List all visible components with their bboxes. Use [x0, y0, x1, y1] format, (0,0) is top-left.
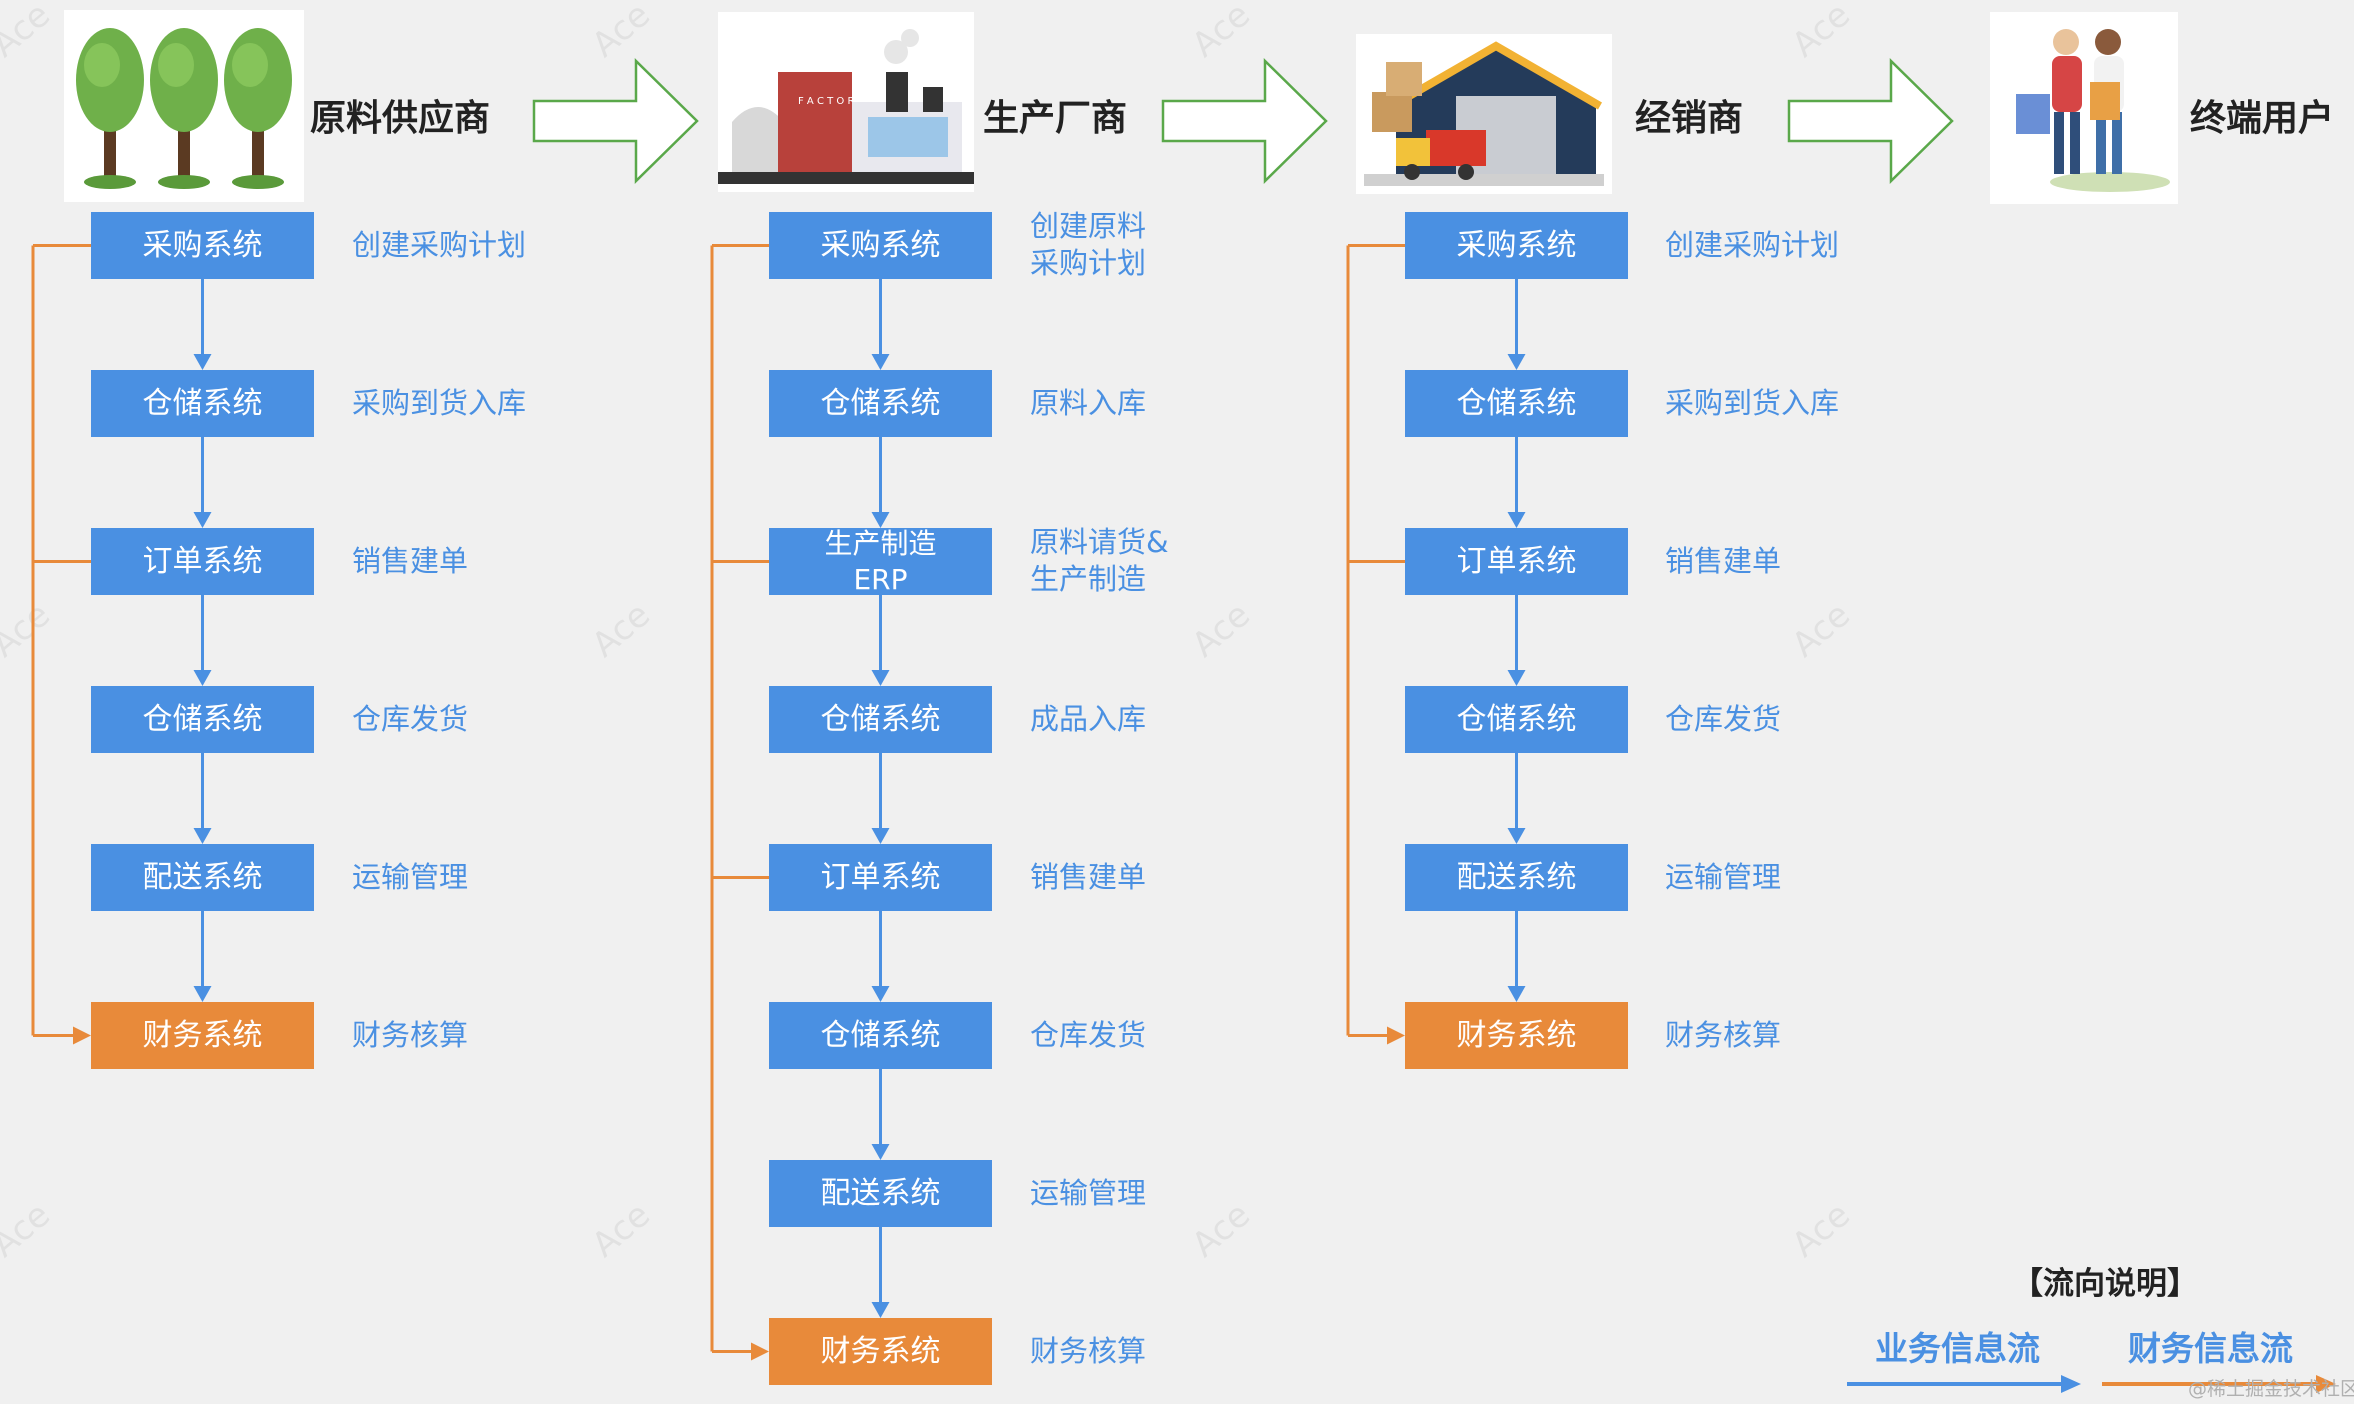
business-flow-arrowhead — [871, 1144, 890, 1160]
manufacturer-product-inbound-desc: 成品入库 — [1030, 702, 1147, 736]
manufacturer-erp-desc: 原料请货& 生产制造 — [1030, 525, 1169, 596]
manufacturer-delivery-system: 配送系统 — [769, 1160, 992, 1227]
distributor-delivery-system: 配送系统 — [1405, 844, 1628, 911]
manufacturer-raw-inbound-desc: 原料入库 — [1030, 386, 1147, 420]
finance-flow-arrowhead — [751, 1342, 769, 1361]
legend-business-flow-arrow — [1847, 1375, 2081, 1393]
business-flow-arrowhead — [193, 354, 212, 370]
supplier-warehouse-outbound-desc: 仓库发货 — [352, 702, 469, 736]
business-flow-arrowhead — [871, 828, 890, 844]
distributor-purchase-desc: 创建采购计划 — [1665, 228, 1840, 262]
supplier-purchase-system: 采购系统 — [91, 212, 314, 279]
distributor-warehouse-outbound-system: 仓储系统 — [1405, 686, 1628, 753]
stage-arrow — [1161, 58, 1328, 184]
supplier-finance-desc: 财务核算 — [352, 1018, 469, 1052]
factory-icon: F A C T O R Y — [718, 12, 974, 192]
legend-finance-flow-arrow — [2102, 1375, 2336, 1393]
supplier-delivery-desc: 运输管理 — [352, 860, 469, 894]
business-flow-arrowhead — [1507, 670, 1526, 686]
distributor-order-system: 订单系统 — [1405, 528, 1628, 595]
supplier-warehouse-inbound-system: 仓储系统 — [91, 370, 314, 437]
finance-flow-arrowhead — [1387, 1026, 1405, 1045]
trees-icon — [64, 10, 304, 202]
manufacturer-finance-desc: 财务核算 — [1030, 1334, 1147, 1368]
manufacturer-finance-system: 财务系统 — [769, 1318, 992, 1385]
business-flow-arrowhead — [1507, 986, 1526, 1002]
business-flow-arrowhead — [871, 986, 890, 1002]
manufacturer-purchase-system: 采购系统 — [769, 212, 992, 279]
entity-name-distributor: 经销商 — [1635, 98, 1744, 139]
entity-name-supplier: 原料供应商 — [310, 98, 491, 139]
manufacturer-product-inbound-system: 仓储系统 — [769, 686, 992, 753]
manufacturer-order-system: 订单系统 — [769, 844, 992, 911]
entity-name-end-user: 终端用户 — [2190, 98, 2335, 139]
business-flow-arrowhead — [871, 512, 890, 528]
distributor-finance-system: 财务系统 — [1405, 1002, 1628, 1069]
manufacturer-delivery-desc: 运输管理 — [1030, 1176, 1147, 1210]
manufacturer-warehouse-outbound-system: 仓储系统 — [769, 1002, 992, 1069]
supplier-order-desc: 销售建单 — [352, 544, 469, 578]
svg-text:F A C T O R Y: F A C T O R Y — [798, 96, 865, 107]
supplier-order-system: 订单系统 — [91, 528, 314, 595]
business-flow-arrowhead — [193, 986, 212, 1002]
manufacturer-raw-inbound-system: 仓储系统 — [769, 370, 992, 437]
supplier-warehouse-inbound-desc: 采购到货入库 — [352, 386, 527, 420]
distributor-warehouse-outbound-desc: 仓库发货 — [1665, 702, 1782, 736]
supplier-warehouse-outbound-system: 仓储系统 — [91, 686, 314, 753]
legend-finance-flow-label: 财务信息流 — [2128, 1329, 2293, 1368]
business-flow-arrowhead — [1507, 354, 1526, 370]
business-flow-arrowhead — [871, 670, 890, 686]
entity-name-manufacturer: 生产厂商 — [983, 98, 1128, 139]
distributor-delivery-desc: 运输管理 — [1665, 860, 1782, 894]
business-flow-arrowhead — [1507, 828, 1526, 844]
legend-title: 【流向说明】 — [2012, 1266, 2198, 1302]
footer-watermark: @稀土掘金技术社区 — [2188, 1378, 2354, 1400]
business-flow-arrowhead — [871, 1302, 890, 1318]
business-flow-arrowhead — [193, 512, 212, 528]
stage-arrow — [1787, 58, 1954, 184]
manufacturer-purchase-desc: 创建原料 采购计划 — [1030, 209, 1147, 280]
manufacturer-erp-system: 生产制造 ERP — [769, 527, 992, 596]
business-flow-arrowhead — [193, 828, 212, 844]
legend-business-flow-label: 业务信息流 — [1875, 1329, 2040, 1368]
stage-arrow — [532, 58, 699, 184]
manufacturer-warehouse-outbound-desc: 仓库发货 — [1030, 1018, 1147, 1052]
distributor-order-desc: 销售建单 — [1665, 544, 1782, 578]
distributor-warehouse-inbound-system: 仓储系统 — [1405, 370, 1628, 437]
business-flow-arrowhead — [1507, 512, 1526, 528]
business-flow-arrowhead — [871, 354, 890, 370]
warehouse-truck-icon — [1356, 34, 1612, 194]
supplier-delivery-system: 配送系统 — [91, 844, 314, 911]
distributor-finance-desc: 财务核算 — [1665, 1018, 1782, 1052]
supplier-finance-system: 财务系统 — [91, 1002, 314, 1069]
business-flow-arrowhead — [193, 670, 212, 686]
shoppers-icon — [1990, 12, 2178, 204]
distributor-purchase-system: 采购系统 — [1405, 212, 1628, 279]
supplier-purchase-desc: 创建采购计划 — [352, 228, 527, 262]
finance-flow-arrowhead — [73, 1026, 91, 1045]
manufacturer-order-desc: 销售建单 — [1030, 860, 1147, 894]
distributor-warehouse-inbound-desc: 采购到货入库 — [1665, 386, 1840, 420]
